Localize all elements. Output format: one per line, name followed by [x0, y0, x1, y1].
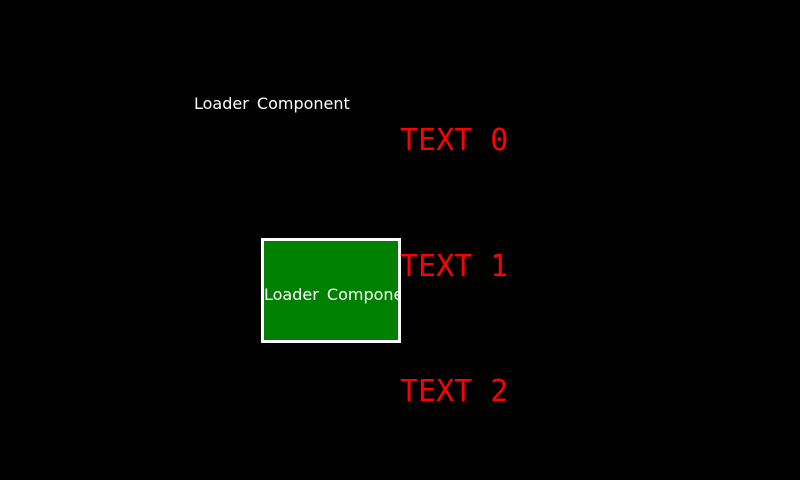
list-item: TEXT 0 — [400, 123, 509, 159]
list-item: TEXT 1 — [400, 248, 509, 284]
text-list: TEXT 0 TEXT 1 TEXT 2 TEXT 3 TEXT 4 TEXT … — [400, 37, 508, 480]
loader-box-label: Loader Component — [264, 285, 398, 304]
list-item: TEXT 2 — [400, 373, 509, 409]
loader-component-label: Loader Component — [194, 94, 350, 113]
loader-component-box[interactable]: Loader Component — [261, 238, 401, 343]
